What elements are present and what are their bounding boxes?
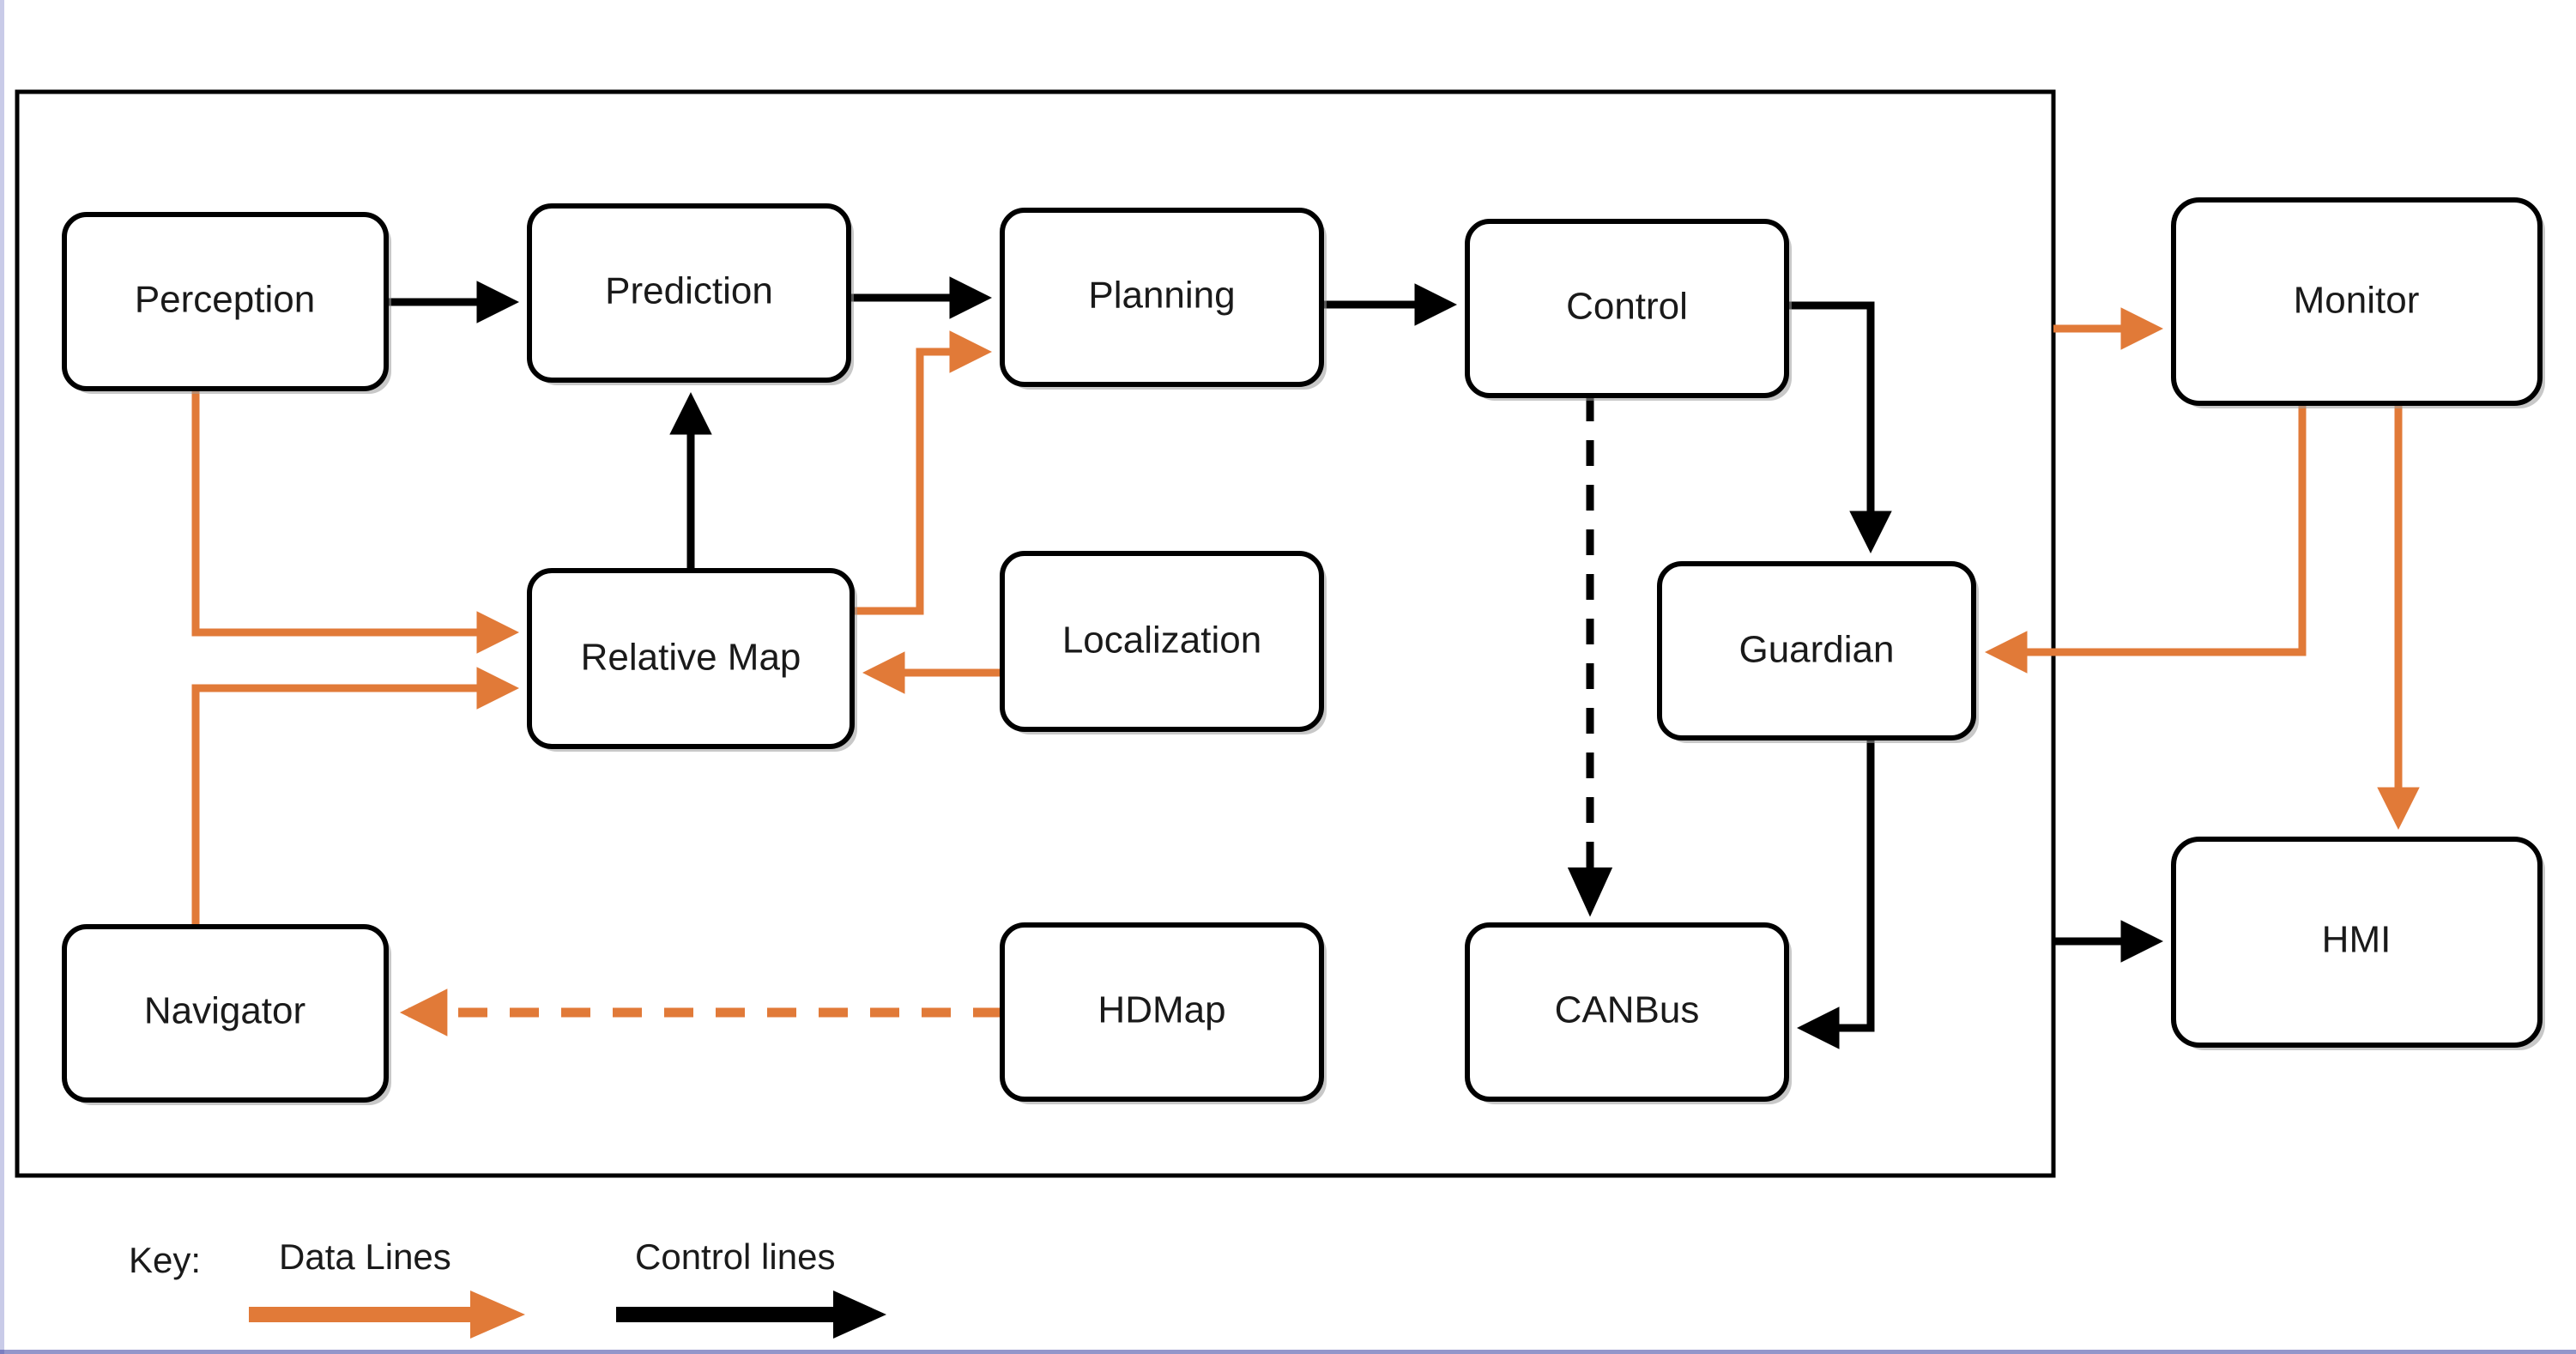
page-rule-left <box>0 0 4 1354</box>
node-localization[interactable]: Localization <box>1000 551 1327 734</box>
edge-control-to-guardian <box>1787 301 1892 553</box>
node-perception-label: Perception <box>135 279 315 321</box>
node-navigator-label: Navigator <box>144 990 305 1032</box>
node-relative-map-label: Relative Map <box>581 637 801 679</box>
node-prediction[interactable]: Prediction <box>527 203 854 385</box>
legend-control-lines-label: Control lines <box>635 1236 835 1277</box>
node-monitor[interactable]: Monitor <box>2171 197 2545 408</box>
node-control-label: Control <box>1566 286 1688 328</box>
node-hdmap-label: HDMap <box>1098 989 1225 1031</box>
edge-guardian-to-canbus <box>1797 738 1875 1049</box>
node-hdmap[interactable]: HDMap <box>1000 922 1327 1104</box>
edge-monitor-to-guardian <box>1985 403 2307 674</box>
node-planning[interactable]: Planning <box>1000 208 1327 390</box>
node-control[interactable]: Control <box>1465 219 1792 401</box>
node-canbus[interactable]: CANBus <box>1465 922 1792 1104</box>
node-perception[interactable]: Perception <box>62 212 391 394</box>
node-relative-map[interactable]: Relative Map <box>527 568 857 752</box>
node-localization-label: Localization <box>1062 620 1261 662</box>
edge-navigator-to-relativemap <box>191 667 519 927</box>
edge-relativemap-to-planning <box>852 330 992 615</box>
node-guardian[interactable]: Guardian <box>1657 561 1979 743</box>
node-hmi[interactable]: HMI <box>2171 837 2545 1050</box>
edge-perception-to-relativemap <box>191 389 519 654</box>
legend-control-arrow-icon <box>616 1291 886 1339</box>
legend-data-lines-label: Data Lines <box>279 1236 451 1277</box>
node-canbus-label: CANBus <box>1555 989 1700 1031</box>
legend: Key: Data Lines Control lines <box>129 1236 886 1339</box>
legend-key-label: Key: <box>129 1240 201 1280</box>
system-boundary <box>15 89 2056 1178</box>
node-guardian-label: Guardian <box>1738 629 1894 671</box>
node-prediction-label: Prediction <box>605 270 773 312</box>
legend-data-arrow-icon <box>249 1291 525 1339</box>
node-planning-label: Planning <box>1088 275 1235 317</box>
node-monitor-label: Monitor <box>2294 280 2420 322</box>
node-navigator[interactable]: Navigator <box>62 924 391 1105</box>
node-hmi-label: HMI <box>2322 919 2392 961</box>
page-rule-bottom <box>0 1350 2576 1354</box>
